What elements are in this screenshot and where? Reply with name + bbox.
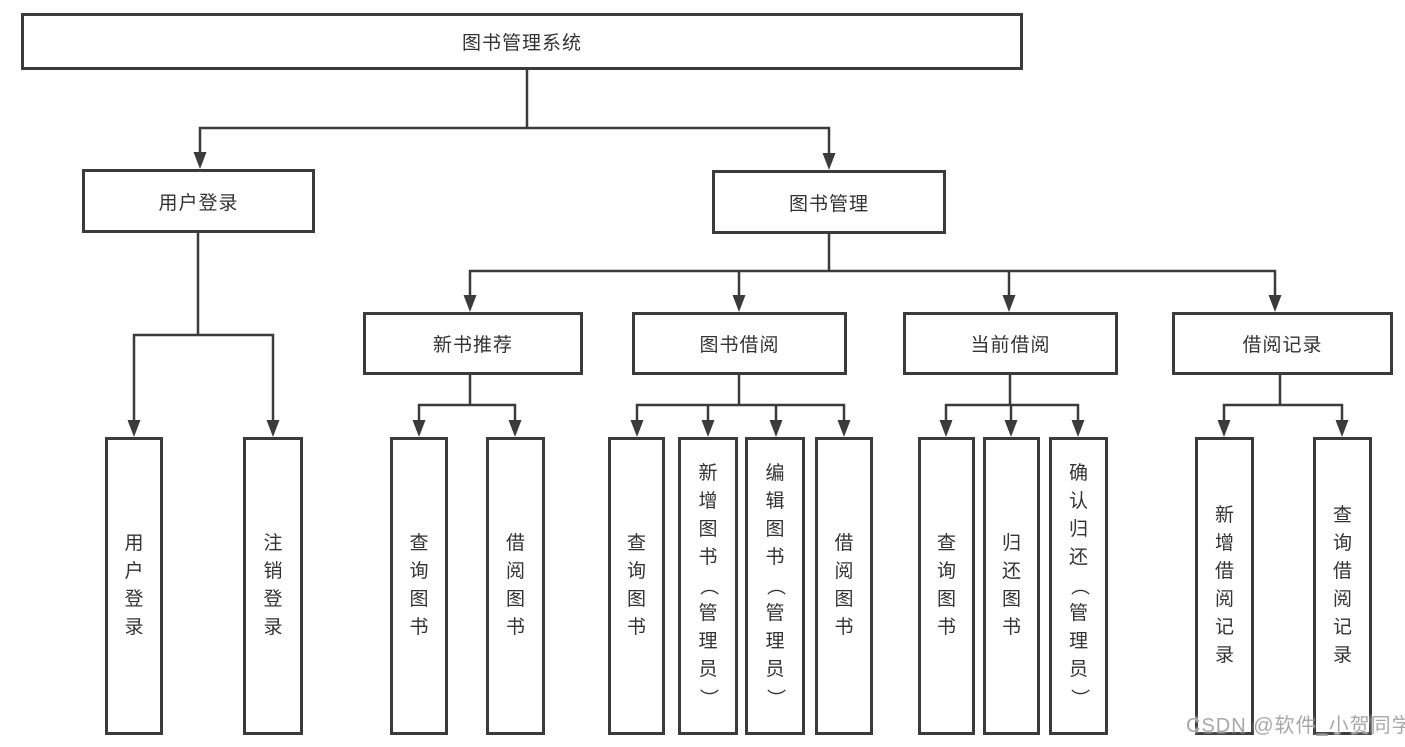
arrowhead (508, 420, 522, 437)
arrowhead (266, 420, 280, 437)
leaf-return-books: 归还图书 (983, 437, 1040, 735)
node-label: 用户登录 (124, 533, 144, 638)
node-label: 借阅记录 (1242, 335, 1323, 356)
connector-path (417, 373, 517, 425)
node-label: 新增借阅记录 (1214, 505, 1234, 666)
leaf-query-books-recommend: 查询图书 (390, 437, 448, 735)
arrowhead (701, 420, 715, 437)
leaf-logout: 注销登录 (243, 437, 303, 735)
node-library-management-system: 图书管理系统 (21, 13, 1023, 70)
node-label: 查询图书 (936, 533, 956, 638)
node-label: 图书管理系统 (461, 33, 582, 54)
leaf-borrow-books: 借阅图书 (815, 437, 873, 735)
arrowhead (463, 295, 477, 312)
node-label: 新书推荐 (432, 335, 513, 356)
node-current-borrowing: 当前借阅 (903, 312, 1118, 375)
node-user-login: 用户登录 (82, 169, 315, 233)
leaf-query-books-current: 查询图书 (918, 437, 975, 735)
node-label: 查询图书 (409, 533, 429, 638)
watermark: CSDN @软件_小贺同学 (1186, 715, 1405, 737)
connector-path (132, 231, 275, 425)
node-new-book-recommendation: 新书推荐 (363, 312, 583, 375)
arrowhead (1002, 295, 1016, 312)
arrowhead (837, 420, 851, 437)
arrowhead (193, 152, 207, 169)
arrowhead (939, 420, 953, 437)
arrowhead (1217, 420, 1231, 437)
node-label: 当前借阅 (970, 335, 1051, 356)
arrowhead (1335, 420, 1349, 437)
leaf-add-borrow-record: 新增借阅记录 (1195, 437, 1254, 735)
connector-path (468, 232, 1277, 300)
node-label: 查询图书 (626, 533, 646, 638)
arrowhead (769, 420, 783, 437)
arrowhead (412, 420, 426, 437)
leaf-query-books-borrowing: 查询图书 (608, 437, 665, 735)
node-label: 借阅图书 (505, 533, 525, 638)
node-label: 新增图书（管理员） (697, 463, 719, 708)
arrowhead (1004, 420, 1018, 437)
leaf-confirm-return-admin: 确认归还（管理员） (1049, 437, 1108, 735)
leaf-query-borrow-record: 查询借阅记录 (1313, 437, 1372, 735)
node-label: 图书借阅 (699, 335, 780, 356)
node-label: 归还图书 (1001, 533, 1021, 638)
node-label: 用户登录 (158, 192, 239, 214)
node-borrowing-records: 借阅记录 (1172, 312, 1393, 375)
node-book-borrowing: 图书借阅 (632, 312, 847, 375)
node-book-management: 图书管理 (712, 170, 946, 234)
leaf-borrow-books-recommend: 借阅图书 (486, 437, 545, 735)
connector-path (1222, 373, 1344, 425)
connector-path (198, 68, 831, 158)
leaf-edit-books-admin: 编辑图书（管理员） (745, 437, 805, 735)
connector-path (635, 373, 846, 425)
connector-path (944, 373, 1080, 425)
node-label: 注销登录 (263, 533, 283, 638)
arrowhead (1268, 295, 1282, 312)
arrowhead (732, 295, 746, 312)
leaf-add-books-admin: 新增图书（管理员） (678, 437, 738, 735)
node-label: 借阅图书 (834, 533, 854, 638)
node-label: 编辑图书（管理员） (764, 463, 786, 708)
arrowhead (630, 420, 644, 437)
node-label: 查询借阅记录 (1332, 505, 1352, 666)
arrowhead (1071, 420, 1085, 437)
arrowhead (127, 420, 141, 437)
arrowhead (822, 153, 836, 170)
node-label: 确认归还（管理员） (1068, 463, 1090, 708)
node-label: 图书管理 (788, 193, 869, 215)
leaf-user-login: 用户登录 (105, 437, 163, 735)
